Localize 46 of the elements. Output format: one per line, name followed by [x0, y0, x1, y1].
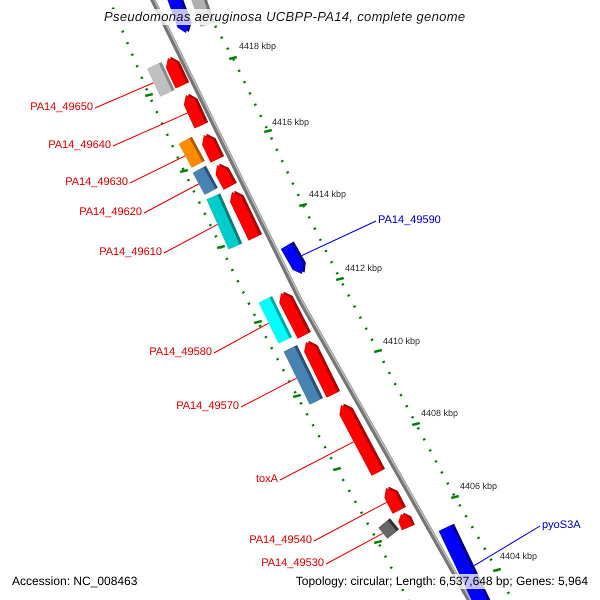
gene-feature-block	[216, 164, 237, 190]
scale-label: 4404 kbp	[500, 552, 538, 561]
leader-line	[164, 224, 218, 254]
gene-feature-block	[279, 292, 311, 339]
leader-line	[112, 112, 188, 146]
scale-label: 4416 kbp	[272, 118, 310, 127]
gene-label: PA14_49650	[30, 102, 93, 113]
leader-line	[474, 526, 540, 566]
gene-label: PA14_49530	[261, 558, 324, 569]
gene-feature-block	[202, 134, 224, 163]
gene-label: PA14_49590	[378, 215, 441, 226]
gene-feature-block	[184, 94, 208, 128]
gene-label: PA14_49630	[65, 177, 128, 188]
gene-feature-block	[280, 242, 306, 274]
gene-feature-block	[304, 340, 340, 398]
gene-feature-block	[339, 404, 385, 476]
gene-label: pyoS3A	[542, 520, 581, 531]
scale-label: 4414 kbp	[309, 190, 346, 199]
gene-block	[192, 166, 218, 195]
leader-line	[301, 220, 376, 256]
scale-label: 4406 kbp	[460, 482, 498, 491]
gene-label: PA14_49610	[99, 247, 162, 258]
leader-line	[214, 322, 270, 354]
leader-line	[240, 378, 298, 408]
gene-label: PA14_49620	[79, 207, 142, 218]
scale-label: 4418 kbp	[239, 42, 276, 51]
gene-label: PA14_49540	[249, 535, 312, 546]
gene-label: PA14_49570	[176, 401, 239, 412]
gene-label: PA14_49640	[48, 140, 111, 151]
leader-line	[94, 82, 154, 108]
gene-feature-block	[230, 190, 262, 241]
gene-feature-block	[398, 512, 415, 530]
gene-block	[178, 136, 205, 168]
scale-label: 4412 kbp	[345, 264, 382, 273]
gene-feature-block	[384, 486, 406, 514]
leader-line	[130, 155, 186, 184]
gene-label: PA14_49580	[149, 347, 212, 358]
leader-line	[144, 183, 200, 214]
gene-block	[378, 518, 399, 539]
scale-label: 4410 kbp	[383, 337, 420, 346]
leader-line	[326, 532, 384, 564]
gene-feature-block	[166, 56, 190, 88]
gene-label: toxA	[256, 474, 278, 485]
leader-line	[314, 502, 388, 542]
scale-label: 4408 kbp	[421, 409, 458, 418]
leader-line	[280, 441, 354, 480]
